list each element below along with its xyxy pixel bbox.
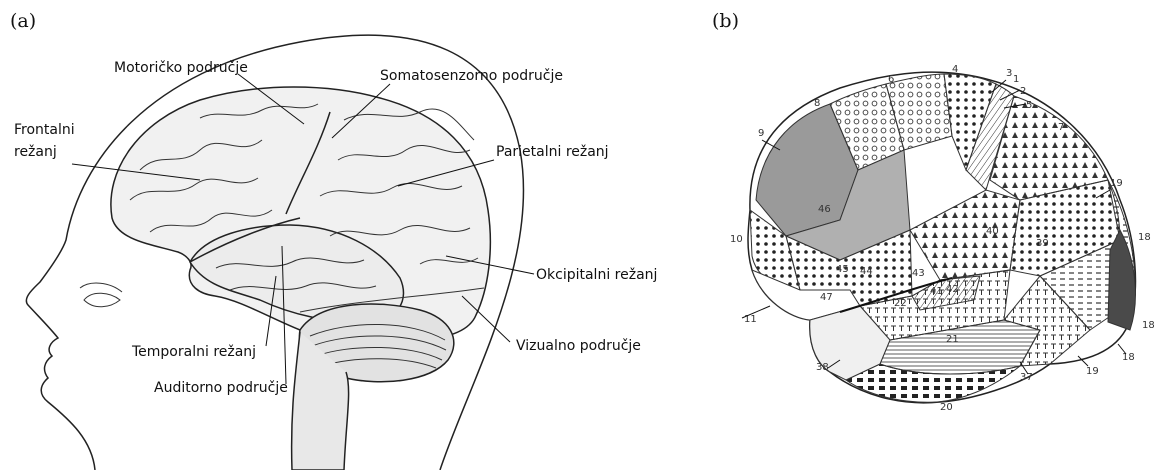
area-label-39: 39 [1036, 238, 1049, 249]
label-somatosensory-area: Somatosenzorno područje [380, 68, 563, 84]
area-label-46: 46 [818, 204, 831, 215]
area-label-44: 44 [860, 266, 873, 277]
area-label-19-lower: 19 [1086, 366, 1099, 377]
label-temporal-lobe: Temporalni režanj [131, 344, 256, 360]
area-label-18-lower: 18 [1122, 352, 1135, 363]
panel-a: (a) [0, 0, 690, 470]
area-label-42: 42 [946, 284, 959, 295]
area-label-5: 5 [1026, 100, 1032, 111]
area-label-19-upper: 19 [1110, 178, 1123, 189]
brain-lateral-illustration: Motoričko područje Somatosenzorno područ… [0, 0, 690, 470]
area-label-40: 40 [986, 226, 999, 237]
label-motor-area: Motoričko područje [114, 60, 248, 76]
area-label-21: 21 [946, 334, 959, 345]
area-label-47: 47 [820, 292, 833, 303]
area-label-9: 9 [758, 128, 764, 139]
area-label-4: 4 [952, 64, 958, 75]
area-label-43: 43 [912, 268, 925, 279]
label-auditory-area: Auditorno područje [154, 380, 288, 396]
area-label-2: 2 [1020, 86, 1026, 97]
area-label-37: 37 [1020, 372, 1033, 383]
area-label-7: 7 [1058, 122, 1064, 133]
label-parietal-lobe: Parietalni režanj [496, 144, 609, 160]
label-frontal-lobe-line1: Frontalni [14, 122, 75, 138]
area-label-18-mid: 18 [1142, 320, 1155, 331]
area-label-41: 41 [930, 286, 943, 297]
area-label-11: 11 [744, 314, 757, 325]
brodmann-areas-map: 1 2 3 4 5 6 7 8 9 10 11 18 18 18 19 19 2… [690, 0, 1156, 470]
area-label-38: 38 [816, 362, 829, 373]
area-label-10: 10 [730, 234, 743, 245]
area-label-8: 8 [814, 98, 820, 109]
area-label-1: 1 [1013, 74, 1019, 85]
eye-outline [84, 293, 120, 307]
label-frontal-lobe-line2: režanj [14, 144, 57, 160]
area-label-22: 22 [894, 298, 907, 309]
label-occipital-lobe: Okcipitalni režanj [536, 267, 657, 283]
label-visual-area: Vizualno područje [516, 338, 641, 354]
area-label-3: 3 [1006, 68, 1012, 79]
area-label-20: 20 [940, 402, 953, 413]
panel-b: (b) [690, 0, 1156, 470]
area-label-6: 6 [888, 74, 894, 85]
area-label-45: 45 [836, 264, 849, 275]
area-label-18-upper: 18 [1138, 232, 1151, 243]
